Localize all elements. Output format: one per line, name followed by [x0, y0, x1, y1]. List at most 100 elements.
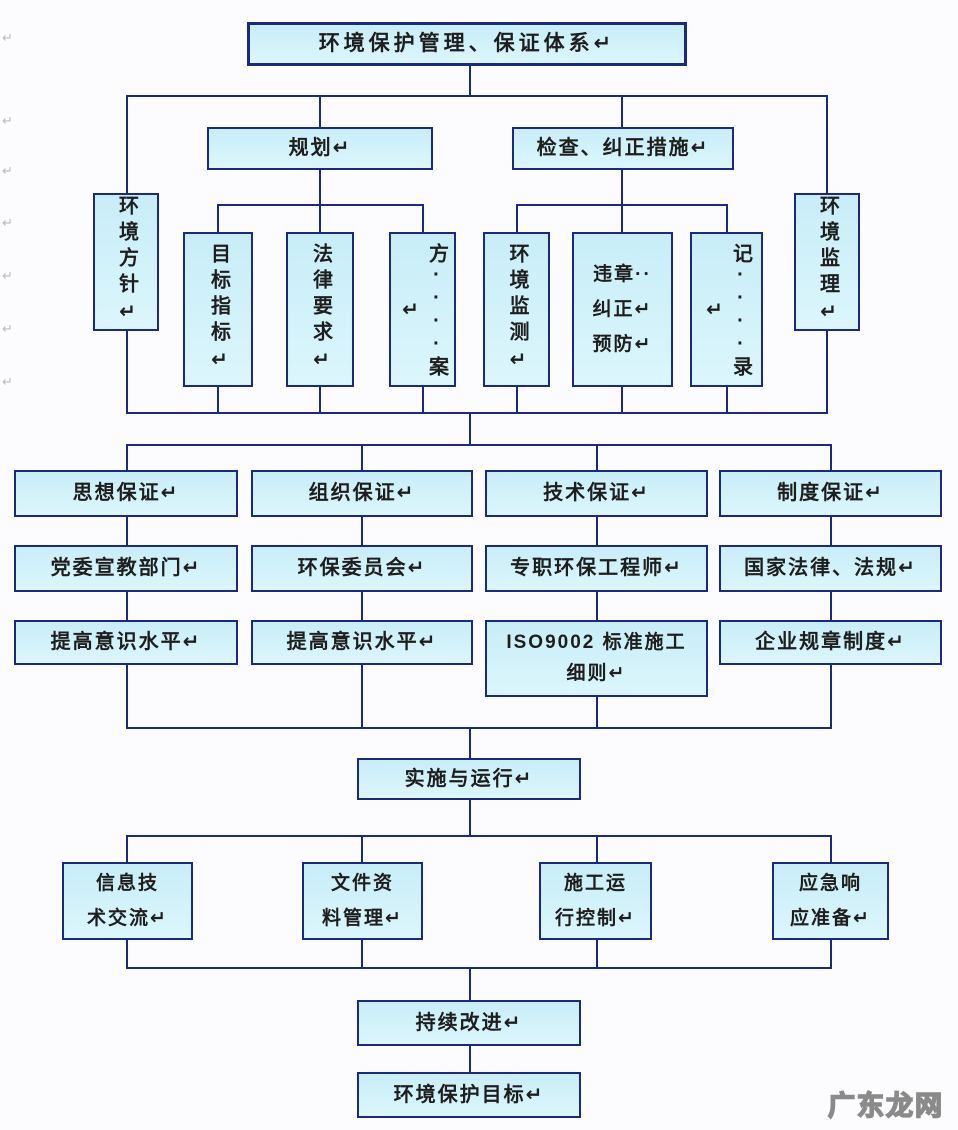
connector-line: [361, 836, 363, 862]
node-emergency-line2: 应准备↵: [790, 908, 871, 929]
node-implementation: 实施与运行↵: [357, 758, 581, 800]
connector-line: [126, 967, 832, 969]
node-laws-label: 国家法律、法规↵: [744, 557, 917, 579]
node-party-dept: 党委宣教部门↵: [14, 545, 238, 592]
connector-line: [596, 445, 598, 470]
node-legal-label: 法律要求↵: [309, 242, 332, 377]
connector-line: [516, 204, 728, 206]
node-engineer-label: 专职环保工程师↵: [510, 557, 683, 579]
node-institutional-label: 制度保证↵: [777, 482, 884, 504]
node-infotech-line1: 信息技: [95, 872, 159, 894]
node-document-management: 文件资 料管理↵: [302, 862, 423, 940]
node-emergency-line1: 应急响: [798, 872, 862, 894]
connector-line: [126, 727, 832, 729]
connector-line: [826, 331, 828, 413]
connector-line: [596, 517, 598, 545]
node-technical-guarantee: 技术保证↵: [485, 470, 708, 517]
connector-line: [621, 170, 623, 232]
connector-line: [217, 387, 219, 413]
node-violation-correction: 违章·· 纠正↵ 预防↵: [572, 232, 673, 387]
node-improvement-label: 持续改进↵: [415, 1011, 523, 1034]
connector-line: [126, 835, 832, 837]
connector-line: [826, 96, 828, 193]
connector-line: [830, 517, 832, 545]
node-documents-line2: 料管理↵: [322, 908, 403, 929]
watermark-logo: 广东龙网: [827, 1090, 944, 1122]
node-planning-label: 规划↵: [288, 137, 352, 159]
connector-line: [126, 331, 128, 413]
connector-line: [361, 592, 363, 620]
connector-line: [126, 940, 128, 968]
node-infotech-line2: 术交流↵: [87, 908, 168, 929]
node-env-policy: 环境方针↵: [93, 193, 159, 331]
paragraph-mark: ↵: [2, 30, 13, 45]
node-construction-control: 施工运 行控制↵: [539, 862, 652, 940]
connector-line: [596, 836, 598, 862]
connector-line: [126, 95, 828, 97]
node-raise-awareness-2: 提高意识水平↵: [251, 620, 473, 665]
node-check-label: 检查、纠正措施↵: [536, 137, 710, 159]
node-ideological-guarantee: 思想保证↵: [14, 470, 238, 517]
node-monitoring-label: 环境监测↵: [506, 242, 528, 377]
connector-line: [596, 592, 598, 620]
connector-line: [126, 665, 128, 728]
connector-line: [126, 412, 828, 414]
connector-line: [422, 205, 424, 232]
connector-line: [830, 940, 832, 968]
node-env-supervision: 环境监理↵: [794, 193, 860, 331]
node-construction-line1: 施工运: [563, 872, 627, 894]
node-records-label: 记····录↵: [702, 242, 752, 377]
node-party-dept-label: 党委宣教部门↵: [50, 557, 202, 579]
connector-line: [726, 387, 728, 413]
node-violation-line1: 违章··: [593, 263, 652, 285]
paragraph-mark: ↵: [2, 163, 13, 178]
node-enterprise-label: 企业规章制度↵: [755, 631, 906, 653]
node-check-corrective: 检查、纠正措施↵: [512, 127, 734, 170]
connector-line: [621, 387, 623, 413]
connector-line: [830, 592, 832, 620]
node-iso-line1: ISO9002 标准施工: [506, 632, 687, 654]
node-enterprise-rules: 企业规章制度↵: [719, 620, 942, 665]
connector-line: [469, 1046, 471, 1072]
connector-line: [361, 665, 363, 728]
node-construction-line2: 行控制↵: [555, 908, 636, 929]
node-awareness2-label: 提高意识水平↵: [286, 631, 438, 653]
connector-line: [319, 170, 321, 232]
node-awareness1-label: 提高意识水平↵: [50, 631, 202, 653]
connector-line: [217, 204, 424, 206]
connector-line: [319, 96, 321, 127]
connector-line: [469, 66, 471, 96]
node-records: 记····录↵: [690, 232, 763, 387]
node-iso9002-rules: ISO9002 标准施工 细则↵: [485, 620, 708, 697]
connector-line: [469, 800, 471, 836]
connector-line: [126, 836, 128, 862]
node-ideological-label: 思想保证↵: [72, 482, 180, 504]
node-info-tech-exchange: 信息技 术交流↵: [62, 862, 193, 940]
node-scheme: 方····案↵: [389, 232, 456, 387]
connector-line: [361, 445, 363, 470]
connector-line: [469, 413, 471, 445]
connector-line: [726, 205, 728, 232]
node-implementation-label: 实施与运行↵: [404, 767, 534, 790]
connector-line: [516, 205, 518, 232]
node-env-policy-label: 环境方针↵: [115, 195, 138, 329]
connector-line: [469, 968, 471, 1000]
connector-line: [126, 445, 128, 470]
connector-line: [217, 205, 219, 232]
node-violation-line3: 预防↵: [592, 334, 653, 356]
node-planning: 规划↵: [207, 127, 433, 170]
connector-line: [596, 697, 598, 728]
node-env-protection-goal: 环境保护目标↵: [357, 1072, 581, 1118]
connector-line: [469, 728, 471, 758]
connector-line: [126, 517, 128, 545]
node-institutional-guarantee: 制度保证↵: [719, 470, 942, 517]
node-targets-label: 目标指标↵: [207, 242, 230, 377]
connector-line: [126, 592, 128, 620]
paragraph-mark: ↵: [2, 321, 13, 336]
node-root: 环境保护管理、保证体系↵: [247, 22, 687, 66]
connector-line: [596, 940, 598, 968]
node-emergency-preparedness: 应急响 应准备↵: [772, 862, 889, 940]
node-iso-line2: 细则↵: [566, 662, 627, 684]
connector-line: [422, 387, 424, 413]
connector-line: [361, 517, 363, 545]
